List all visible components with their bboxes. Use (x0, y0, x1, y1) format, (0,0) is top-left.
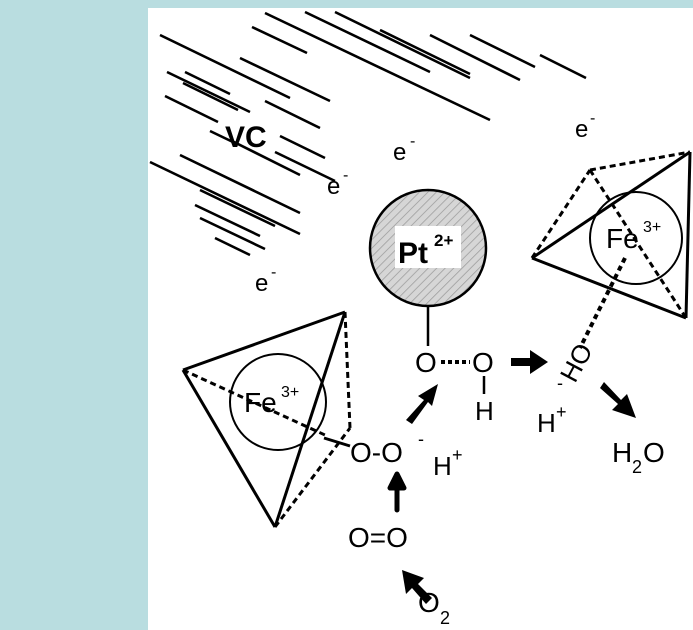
ho-charge: - (557, 373, 563, 393)
pt-label-backdrop (395, 226, 461, 268)
proton-symbol: H (433, 451, 452, 481)
pt-charge: 2+ (434, 231, 453, 250)
fe-charge: 3+ (643, 219, 661, 236)
electron-3: e - (327, 167, 348, 200)
electron-charge: - (271, 264, 276, 281)
proton-charge: + (556, 402, 567, 422)
h2o-subscript: 2 (632, 457, 642, 477)
electron-charge: - (343, 167, 348, 184)
proton-symbol: H (537, 408, 556, 438)
peroxide: O-O - (350, 429, 424, 468)
fe-site-left: Fe 3+ (181, 310, 352, 528)
fe-site-right: Fe 3+ (530, 150, 692, 320)
carbon-layers (149, 10, 587, 257)
water-product: H 2 O (612, 437, 665, 477)
arrow-to-pt-oxygen (406, 384, 438, 424)
arrow-up-to-peroxide (387, 471, 407, 513)
pt-site: Pt 2+ (368, 188, 488, 346)
h2o-h: H (612, 437, 632, 468)
arrow-to-hydroxide (511, 350, 548, 374)
h2o-o: O (643, 437, 665, 468)
proton-2: H + (537, 402, 567, 438)
arrow-to-water (600, 382, 636, 418)
electron-symbol: e (575, 116, 588, 143)
reaction-arrows (387, 350, 636, 604)
electron-1: e - (393, 133, 415, 166)
fe-circle (589, 191, 683, 285)
electron-symbol: e (327, 173, 340, 200)
o-o-charge: - (418, 429, 424, 449)
fe-o-bond (323, 436, 351, 448)
electron-charge: - (590, 110, 595, 127)
proton-charge: + (452, 445, 463, 465)
fe-symbol: Fe (606, 223, 639, 254)
fe-charge: 3+ (281, 384, 299, 401)
vc-label: VC (225, 121, 267, 154)
o-o-group: O-O (350, 437, 403, 468)
electron-charge: - (410, 133, 415, 150)
arrow-o2-in (402, 570, 432, 604)
o-atom-2: O (472, 347, 494, 378)
fe-symbol: Fe (244, 387, 277, 418)
fe-oh-bond (578, 257, 627, 349)
electron-2: e - (575, 110, 595, 143)
electron-symbol: e (255, 270, 268, 297)
proton-1: H + (433, 445, 463, 481)
o2-molecule: O=O (348, 522, 408, 553)
electron-symbol: e (393, 139, 406, 166)
oxygen-on-pt: O O H (415, 347, 494, 426)
o-atom: O (415, 347, 437, 378)
electron-4: e - (255, 264, 276, 297)
hydroxide: HO - (554, 257, 627, 393)
o2-subscript: 2 (440, 608, 450, 628)
h-atom: H (475, 396, 494, 426)
fe-circle (229, 353, 327, 451)
pt-symbol: Pt (398, 237, 428, 270)
diagram-panel (148, 8, 693, 630)
